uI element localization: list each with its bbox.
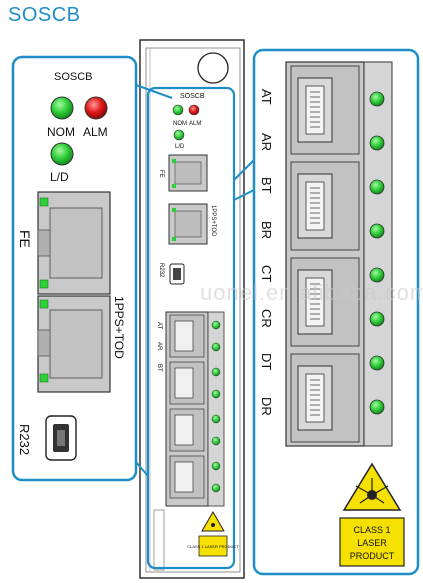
port-label-dt: DT <box>259 353 274 370</box>
alm-label: ALM <box>83 125 108 139</box>
center-port-led <box>211 389 221 399</box>
port-led-br <box>369 223 385 239</box>
port-led-at <box>369 91 385 107</box>
center-nom-label: NOM <box>173 121 187 127</box>
callout-lines <box>135 84 255 477</box>
port-label-cr: CR <box>259 309 274 328</box>
center-port-led <box>211 483 221 493</box>
port-label-ct: CT <box>259 265 274 282</box>
watermark: uonel.en.alibaba.com <box>200 280 423 305</box>
center-nom-led <box>172 104 184 116</box>
center-optical-slot <box>169 361 221 405</box>
page-title: SOSCB <box>8 4 81 26</box>
laser-line2: LASER <box>357 538 387 548</box>
ld-label: L/D <box>50 170 69 184</box>
center-at-label: AT <box>156 322 162 330</box>
port-led-dr <box>369 399 385 415</box>
right-detail-panel: AT AR BT BR CT CR DT DR CLASS 1 LASER PRODUCT <box>252 48 420 576</box>
ld-led <box>50 142 74 166</box>
port-label-dr: DR <box>259 397 274 416</box>
center-optical-slot <box>169 314 221 358</box>
center-alm-label: ALM <box>189 121 201 127</box>
fe-label: FE <box>17 230 33 248</box>
port-label-bt: BT <box>259 177 274 194</box>
port-led-dt <box>369 355 385 371</box>
center-r232-label: R232 <box>158 263 164 278</box>
optical-slot <box>290 353 360 443</box>
left-detail-panel: SOSCB NOM ALM L/D FE 1PPS+TOD R232 <box>11 55 138 482</box>
center-port-led <box>211 414 221 424</box>
laser-warning-sticker: CLASS 1 LASER PRODUCT <box>339 462 405 567</box>
center-ld-label: L/D <box>175 144 185 150</box>
r232-port <box>45 415 77 461</box>
port-led-bt <box>369 179 385 195</box>
center-laser-sticker: CLASS 1 LASER PRODUCT <box>187 511 239 557</box>
port-led-ar <box>369 135 385 151</box>
center-fe-label: FE <box>158 170 164 178</box>
port-label-br: BR <box>259 221 274 239</box>
optical-slot <box>290 65 360 155</box>
center-panel: SOSCB NOM ALM L/D FE 1PPS+TOD R232 <box>146 86 239 570</box>
port-label-ar: AR <box>259 133 274 151</box>
center-ar-label: AR <box>156 342 162 351</box>
laser-line3: PRODUCT <box>350 551 395 561</box>
laser-line1: CLASS 1 <box>353 525 390 535</box>
optical-slot <box>290 257 360 347</box>
center-optical-slot <box>169 455 221 499</box>
left-board-name: SOSCB <box>54 71 93 83</box>
port-led-ct <box>369 267 385 283</box>
center-bt-label: BT <box>156 364 162 372</box>
center-1pps-port <box>168 203 208 245</box>
alm-led <box>84 96 108 120</box>
center-1pps-label: 1PPS+TOD <box>210 205 216 237</box>
center-optical-block <box>165 311 225 507</box>
center-board-name: SOSCB <box>180 93 205 100</box>
center-port-led <box>211 436 221 446</box>
1pps-tod-label: 1PPS+TOD <box>112 296 126 359</box>
center-optical-slot <box>169 408 221 452</box>
ejector-handle <box>153 509 165 571</box>
r232-label: R232 <box>17 424 32 455</box>
nom-led <box>50 96 74 120</box>
center-ld-led <box>173 129 185 141</box>
center-r232-port <box>169 263 185 285</box>
center-port-led <box>211 342 221 352</box>
screw-hole <box>197 52 229 84</box>
center-port-led <box>211 461 221 471</box>
optical-slot <box>290 161 360 251</box>
center-fe-port <box>168 154 208 192</box>
center-alm-led <box>188 104 200 116</box>
port-label-at: AT <box>259 89 274 105</box>
center-port-led <box>211 320 221 330</box>
nom-label: NOM <box>47 125 75 139</box>
center-port-led <box>211 367 221 377</box>
port-led-cr <box>369 311 385 327</box>
center-laser-text: CLASS 1 LASER PRODUCT <box>187 544 239 549</box>
fe-port <box>37 191 111 295</box>
1pps-tod-port <box>37 295 111 393</box>
